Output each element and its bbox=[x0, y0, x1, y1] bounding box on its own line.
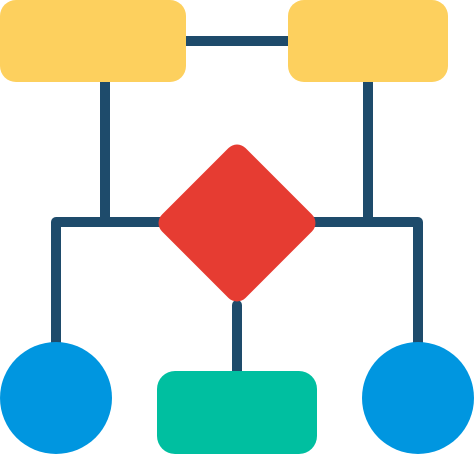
terminal-circle-right bbox=[362, 342, 474, 454]
connector-lines bbox=[51, 36, 423, 377]
connector-right-branch bbox=[309, 217, 423, 350]
terminal-circle-left bbox=[0, 342, 112, 454]
connector-left-branch bbox=[51, 217, 165, 350]
process-box-top-left bbox=[0, 0, 186, 82]
decision-diamond bbox=[158, 144, 316, 302]
process-box-top-right bbox=[288, 0, 448, 82]
output-box-bottom bbox=[157, 371, 317, 454]
